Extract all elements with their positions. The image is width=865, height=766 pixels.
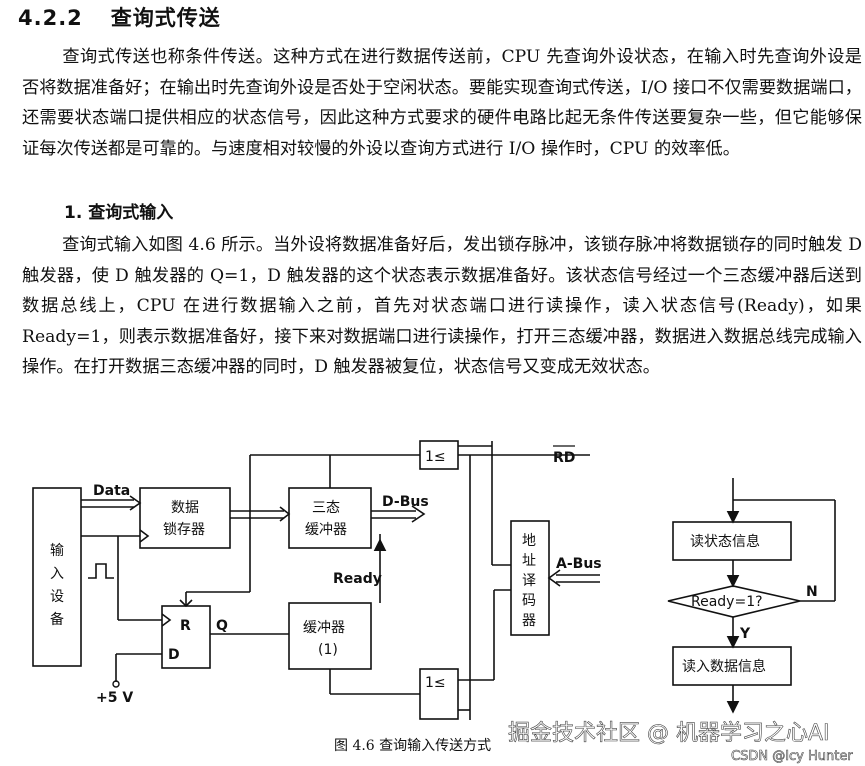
decoder-char-4: 码 bbox=[522, 593, 536, 609]
ff-q-label: Q bbox=[216, 618, 228, 634]
flow-no-label: N bbox=[806, 584, 818, 600]
power-label: +5 V bbox=[96, 690, 133, 706]
buffer-label-2: (1) bbox=[318, 642, 338, 658]
buffer-box bbox=[288, 602, 372, 670]
decoder-char-5: 器 bbox=[522, 613, 536, 629]
section-title: 查询式传送 bbox=[110, 6, 221, 30]
latch-label-2: 锁存器 bbox=[163, 522, 205, 538]
section-number: 4.2.2 bbox=[18, 6, 83, 30]
flow-decision-label: Ready=1? bbox=[691, 594, 763, 610]
flow-yes-label: Y bbox=[739, 626, 751, 642]
intro-text: 查询式传送也称条件传送。这种方式在进行数据传送前，CPU 先查询外设状态，在输入… bbox=[22, 47, 862, 159]
tristate-label-1: 三态 bbox=[312, 500, 340, 516]
decoder-char-1: 地 bbox=[522, 533, 536, 549]
subsection-heading: 1. 查询式输入 bbox=[64, 203, 174, 223]
input-device-box bbox=[32, 487, 82, 667]
input-device-char-2: 入 bbox=[50, 566, 64, 582]
tristate-box bbox=[288, 487, 372, 549]
ff-d-label: D bbox=[168, 647, 180, 663]
decoder-char-3: 译 bbox=[522, 573, 536, 589]
ff-r-label: R bbox=[180, 618, 191, 634]
section-heading: 4.2.2 查询式传送 bbox=[18, 2, 221, 32]
buffer-label-1: 缓冲器 bbox=[303, 620, 345, 636]
gate-bottom-label: 1≤ bbox=[425, 675, 446, 691]
ready-label: Ready bbox=[333, 571, 382, 587]
rd-label: RD bbox=[553, 450, 575, 466]
abus-label: A-Bus bbox=[556, 556, 602, 572]
latch-label-1: 数据 bbox=[171, 500, 199, 516]
latch-box bbox=[139, 487, 231, 549]
intro-paragraph: 查询式传送也称条件传送。这种方式在进行数据传送前，CPU 先查询外设状态，在输入… bbox=[22, 42, 862, 164]
juejin-watermark: 掘金技术社区 @ 机器学习之心AI bbox=[508, 721, 830, 746]
input-device-char-3: 设 bbox=[50, 589, 64, 605]
input-text: 查询式输入如图 4.6 所示。当外设将数据准备好后，发出锁存脉冲，该锁存脉冲将数… bbox=[22, 235, 862, 377]
tristate-label-2: 缓冲器 bbox=[305, 522, 347, 538]
dbus-label: D-Bus bbox=[382, 494, 429, 510]
figure-caption: 图 4.6 查询输入传送方式 bbox=[334, 738, 491, 754]
decoder-char-2: 址 bbox=[522, 553, 536, 569]
flow-read-status-label: 读状态信息 bbox=[690, 533, 760, 550]
input-device-char-4: 备 bbox=[50, 611, 64, 628]
flow-read-data-label: 读入数据信息 bbox=[682, 658, 766, 675]
gate-top-label: 1≤ bbox=[425, 449, 446, 465]
data-label: Data bbox=[93, 483, 130, 499]
input-paragraph: 查询式输入如图 4.6 所示。当外设将数据准备好后，发出锁存脉冲，该锁存脉冲将数… bbox=[22, 230, 862, 383]
csdn-watermark: CSDN @Icy Hunter bbox=[731, 749, 853, 764]
input-device-char-1: 输 bbox=[50, 543, 64, 559]
